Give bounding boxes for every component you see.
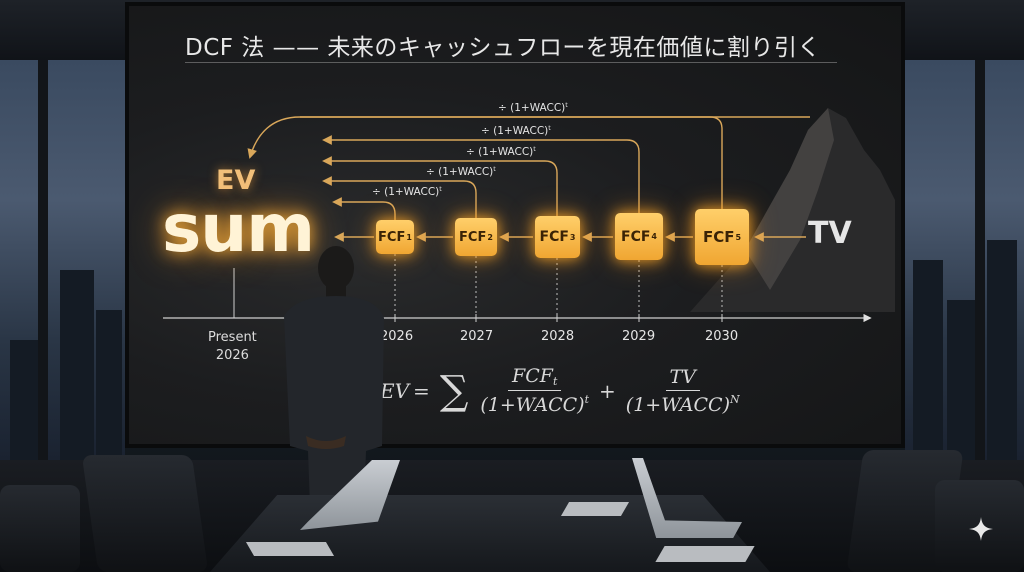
year-label-4: 2029 — [622, 329, 656, 344]
chair — [0, 485, 80, 572]
papers — [560, 502, 630, 516]
dcf-formula: EV = ∑ FCFt (1+WACC)t + TV (1+WACC)N — [380, 365, 746, 416]
slide-title: DCF 法 —— 未来のキャッシュフローを現在価値に割り引く — [185, 35, 821, 61]
year-label-1: 2026 — [380, 329, 414, 344]
discount-arrows — [247, 116, 810, 220]
discount-arrow-4 — [322, 135, 640, 213]
formula-lhs: EV — [380, 378, 410, 403]
ev-label: EV — [216, 165, 256, 196]
discount-arrow-1 — [332, 197, 396, 220]
formula-sigma: ∑ — [439, 367, 469, 414]
building — [10, 340, 40, 460]
discount-arrow-2 — [322, 176, 477, 218]
businessman-silhouette — [284, 246, 384, 506]
formula-equals: = — [413, 378, 430, 403]
papers — [655, 546, 755, 562]
sparkle-icon — [969, 517, 993, 541]
building — [913, 260, 943, 460]
window-mullion — [975, 60, 985, 500]
sum-label: sum — [162, 190, 315, 267]
chair — [81, 455, 209, 572]
formula-fraction-tv: TV (1+WACC)N — [625, 365, 740, 416]
discount-label-1: ÷ (1+WACC)t — [372, 185, 442, 198]
discount-label-3: ÷ (1+WACC)t — [466, 145, 536, 158]
discount-label-2: ÷ (1+WACC)t — [426, 165, 496, 178]
year-label-2: 2027 — [460, 329, 494, 344]
window-left — [0, 60, 125, 460]
mountain-highlight — [745, 108, 834, 290]
year-label-5: 2030 — [705, 329, 739, 344]
building — [987, 240, 1017, 460]
discount-label-5: ÷ (1+WACC)t — [498, 101, 568, 114]
year-guides — [394, 254, 723, 322]
discount-arrow-3 — [322, 156, 558, 216]
building — [60, 270, 94, 460]
papers — [245, 542, 335, 556]
formula-fraction-fcf: FCFt (1+WACC)t — [480, 365, 590, 416]
year-label-3: 2028 — [541, 329, 575, 344]
discount-label-4: ÷ (1+WACC)t — [481, 124, 551, 137]
formula-plus: + — [599, 378, 616, 403]
tv-label: TV — [808, 216, 852, 251]
title-divider — [185, 62, 837, 63]
building — [96, 310, 122, 460]
window-mullion — [38, 60, 48, 500]
